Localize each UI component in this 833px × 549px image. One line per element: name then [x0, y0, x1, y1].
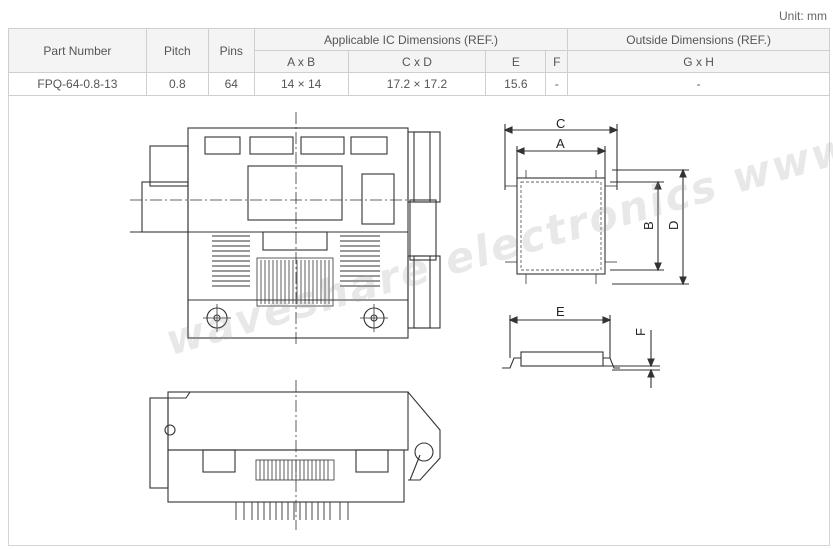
dim-label-e: E — [556, 304, 565, 319]
cell-part-number: FPQ-64-0.8-13 — [8, 72, 147, 96]
dim-label-b: B — [641, 221, 656, 230]
cell-gxh: - — [567, 72, 830, 96]
cell-axb: 14 × 14 — [253, 72, 349, 96]
dim-label-a: A — [556, 136, 565, 151]
header-pitch: Pitch — [145, 28, 209, 73]
table-row: FPQ-64-0.8-13 0.8 64 14 × 14 17.2 × 17.2… — [8, 72, 830, 96]
header-applicable-ic: Applicable IC Dimensions (REF.) — [253, 28, 569, 51]
socket-side-view — [149, 380, 441, 530]
drawing-frame — [8, 96, 830, 546]
subheader-cxd: C x D — [347, 50, 487, 73]
unit-label: Unit: mm — [779, 9, 827, 23]
cell-e: 15.6 — [485, 72, 547, 96]
subheader-gxh: G x H — [567, 50, 830, 73]
subheader-e: E — [485, 50, 547, 73]
ic-top-view — [503, 124, 689, 286]
subheader-axb: A x B — [253, 50, 349, 73]
dim-label-d: D — [666, 221, 681, 230]
header-outside-dims: Outside Dimensions (REF.) — [567, 28, 830, 51]
dim-label-c: C — [556, 116, 565, 131]
cell-pitch: 0.8 — [145, 72, 209, 96]
spec-table: Part Number Pitch Pins Applicable IC Dim… — [8, 28, 830, 96]
header-pins: Pins — [207, 28, 255, 73]
cell-pins: 64 — [207, 72, 255, 96]
socket-top-view — [130, 112, 441, 345]
dim-label-f: F — [633, 328, 648, 336]
ic-side-view — [502, 315, 660, 388]
